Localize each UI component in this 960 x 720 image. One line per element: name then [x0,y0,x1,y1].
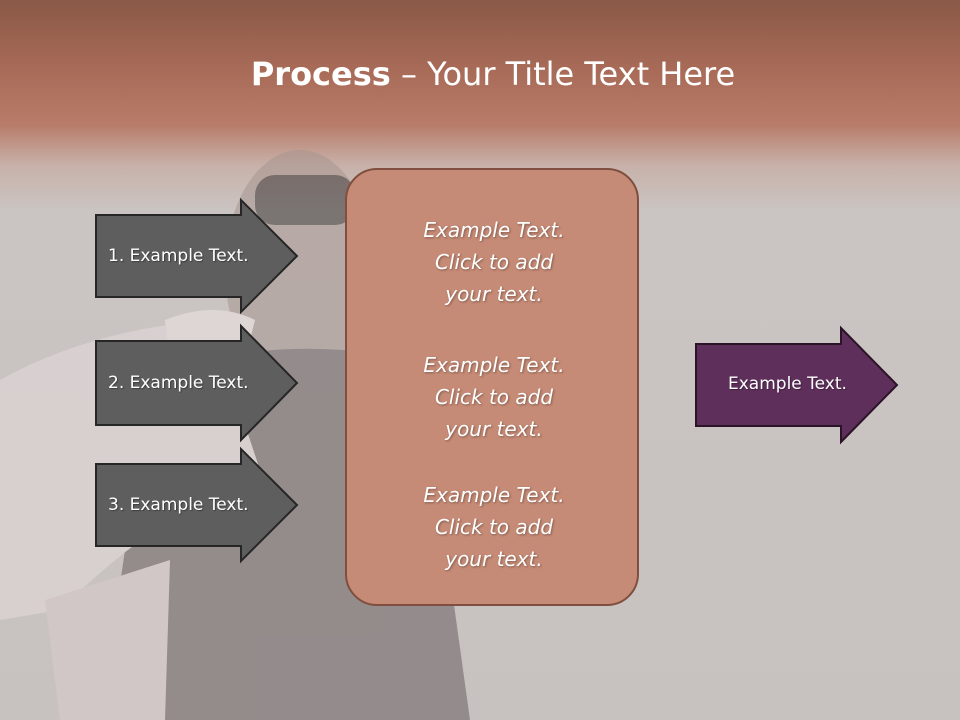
center-block-1[interactable]: Example Text. Click to add your text. [347,214,641,310]
photo-shirt-stripe [45,560,170,720]
center-block-3-line-2: Click to add [434,515,554,539]
center-block-1-line-3: your text. [445,282,543,306]
center-block-2-line-2: Click to add [434,385,554,409]
input-arrow-2[interactable] [95,323,299,443]
title-rest: – Your Title Text Here [390,55,736,93]
center-block-1-line-1: Example Text. [423,218,565,242]
input-arrow-3[interactable] [95,446,299,564]
center-block-3-line-3: your text. [445,547,543,571]
input-arrow-1-label: 1. Example Text. [108,246,249,266]
output-arrow[interactable] [695,325,899,445]
input-arrow-2-label: 2. Example Text. [108,373,249,393]
center-text-box[interactable]: Example Text. Click to add your text. Ex… [345,168,639,606]
center-block-3-line-1: Example Text. [423,483,565,507]
output-arrow-label: Example Text. [728,374,847,394]
center-block-2-line-1: Example Text. [423,353,565,377]
input-arrow-3-label: 3. Example Text. [108,495,249,515]
center-block-1-line-2: Click to add [434,250,554,274]
center-block-2-line-3: your text. [445,417,543,441]
center-block-2[interactable]: Example Text. Click to add your text. [347,349,641,445]
input-arrow-1[interactable] [95,197,299,315]
photo-sunglasses [255,175,355,225]
slide-title: Process – Your Title Text Here [0,52,960,96]
center-block-3[interactable]: Example Text. Click to add your text. [347,479,641,575]
title-bold: Process [250,55,391,93]
